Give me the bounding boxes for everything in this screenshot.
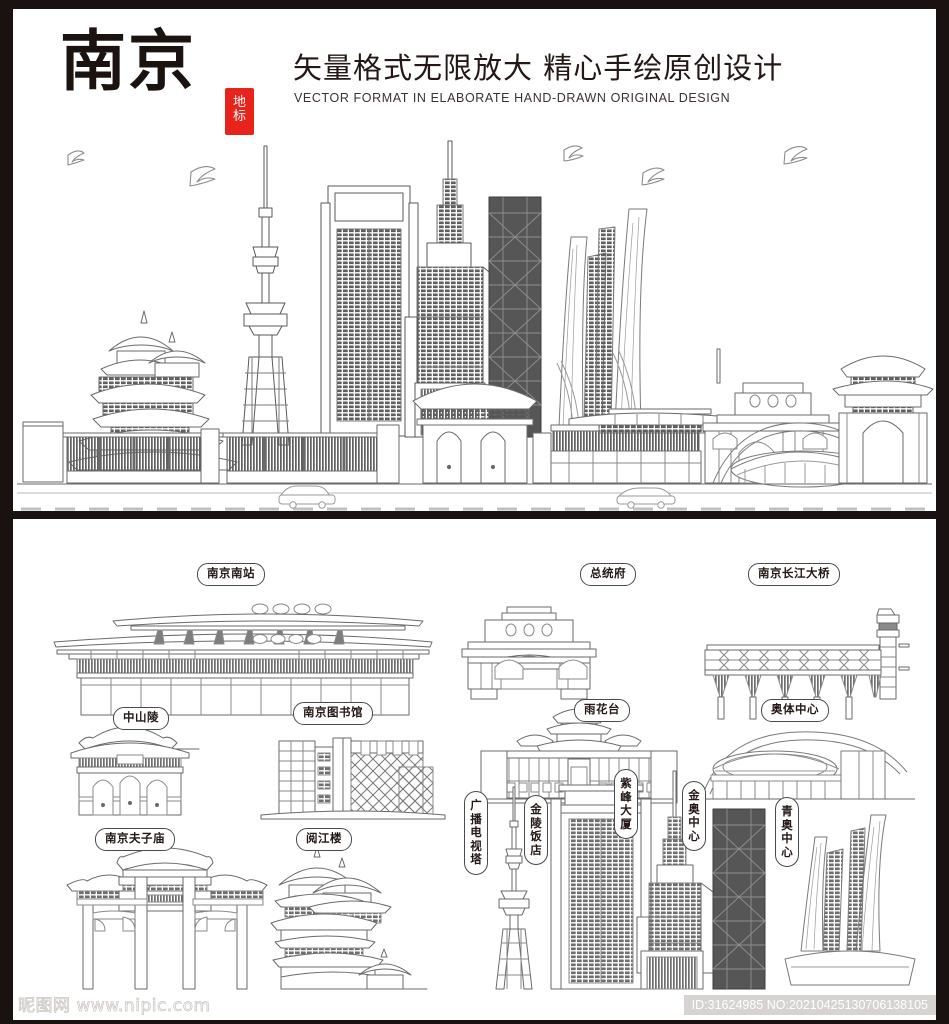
illustration-radio-tv-tower <box>495 786 533 990</box>
city-title: 南京 <box>60 23 196 100</box>
car-icon <box>278 485 336 509</box>
car-icon <box>616 487 676 509</box>
illustration-yangtze-river-bridge <box>704 608 910 720</box>
illustration-yuejiang-tower <box>270 846 428 990</box>
illustration-sun-yat-sen-mausoleum <box>70 726 200 816</box>
label-nanjing-south-station: 南京南站 <box>197 563 265 586</box>
badge-char-2: 标 <box>232 109 246 124</box>
illustration-presidential-palace <box>461 606 597 700</box>
confucius-temple-skyline <box>832 355 934 484</box>
illustration-nanjing-south-station <box>53 603 433 716</box>
bird-icon <box>67 150 85 166</box>
site-watermark: 昵图网 www.nipic.com <box>18 996 211 1016</box>
label-yangtze-river-bridge: 南京长江大桥 <box>748 563 840 586</box>
label-sun-yat-sen-mausoleum: 中山陵 <box>113 707 169 730</box>
road <box>17 483 932 511</box>
label-nanjing-library: 南京图书馆 <box>293 702 373 725</box>
label-jinao-center: 金 奥 中 心 <box>682 781 706 851</box>
label-yuejiang-tower: 阅江楼 <box>296 828 352 851</box>
landmark-grid: 南京南站 总统府 南京长江大桥 中山陵 南京图书馆 雨花台 奥体中心 南京夫子庙… <box>13 519 936 992</box>
illustration-zifeng-tower <box>636 770 718 990</box>
label-presidential-palace: 总统府 <box>580 563 636 586</box>
label-olympic-sports-center: 奥体中心 <box>761 699 829 722</box>
skyline-illustration <box>13 137 936 511</box>
badge-char-1: 地 <box>232 95 246 110</box>
illustration-olympic-sports-center <box>702 731 915 800</box>
bottom-panel: 南京南站 总统府 南京长江大桥 中山陵 南京图书馆 雨花台 奥体中心 南京夫子庙… <box>13 519 936 992</box>
city-wall-skyline <box>22 421 400 484</box>
nanjing-south-station-skyline <box>568 408 750 434</box>
slogan-english: VECTOR FORMAT IN ELABORATE HAND-DRAWN OR… <box>294 91 731 105</box>
bird-icon <box>563 145 584 162</box>
label-radio-tv-tower: 广 播 电 视 塔 <box>464 791 488 875</box>
poster-header: 南京 地 标 矢量格式无限放大 精心手绘原创设计 VECTOR FORMAT I… <box>13 9 936 139</box>
illustration-nanjing-library <box>260 737 446 820</box>
illustration-youth-olympic-center <box>784 814 916 986</box>
bird-icon <box>189 166 216 187</box>
youth-olympic-towers-skyline <box>556 208 648 428</box>
slogan-chinese: 矢量格式无限放大 精心手绘原创设计 <box>293 51 784 85</box>
gate-building-skyline <box>412 383 552 484</box>
illustration-jinao-center <box>712 808 766 990</box>
label-yuhuatai: 雨花台 <box>574 699 630 722</box>
radio-tv-tower-skyline <box>241 145 290 446</box>
colonnade-skyline <box>550 424 702 484</box>
bird-icon <box>641 167 665 186</box>
label-youth-olympic-center: 青 奥 中 心 <box>775 797 799 867</box>
jinling-hotel-skyline <box>320 185 419 437</box>
label-confucius-temple: 南京夫子庙 <box>95 828 175 851</box>
landmark-badge: 地 标 <box>225 88 254 135</box>
asset-id-label: ID:31624985 NO:20210425130706138105 <box>683 995 936 1015</box>
top-panel: 南京 地 标 矢量格式无限放大 精心手绘原创设计 VECTOR FORMAT I… <box>13 9 936 511</box>
illustration-confucius-temple <box>66 847 268 990</box>
label-zifeng-tower: 紫 峰 大 厦 <box>614 769 638 839</box>
bird-icon <box>783 146 808 165</box>
label-jinling-hotel: 金 陵 饭 店 <box>524 795 548 865</box>
